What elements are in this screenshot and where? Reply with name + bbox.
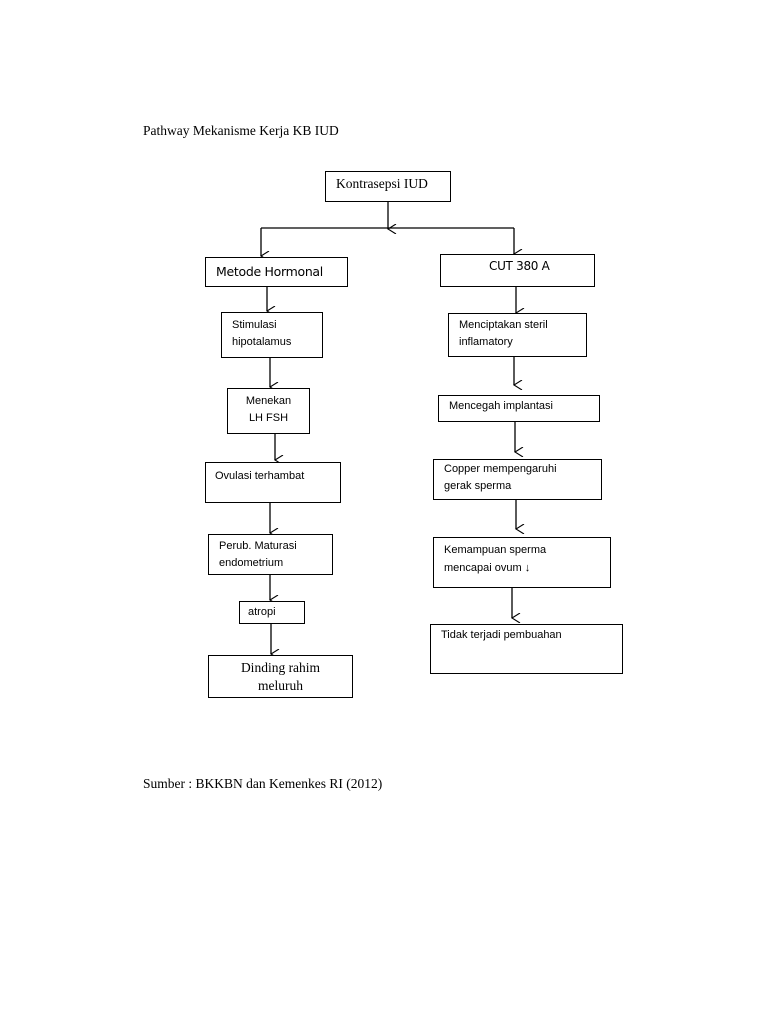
node-root-label: Kontrasepsi IUD <box>336 176 428 191</box>
node-menciptakan-label: Menciptakan steril inflamatory <box>459 319 548 348</box>
node-ovulasi-terhambat: Ovulasi terhambat <box>205 462 341 503</box>
page-title: Pathway Mekanisme Kerja KB IUD <box>143 123 339 138</box>
node-copper-label: Copper mempengaruhi gerak sperma <box>444 463 557 492</box>
node-perub-label: Perub. Maturasi endometrium <box>219 540 297 569</box>
node-dinding-rahim: Dinding rahim meluruh <box>208 655 353 698</box>
node-menekan-lh-fsh: Menekan LH FSH <box>227 388 310 434</box>
node-tidak-terjadi-label: Tidak terjadi pembuahan <box>441 629 562 641</box>
node-ovulasi-label: Ovulasi terhambat <box>215 470 305 482</box>
node-stimulasi-hipotalamus: Stimulasi hipotalamus <box>221 312 323 358</box>
node-cut-380a-label: CUT 380 A <box>489 259 550 273</box>
node-tidak-terjadi-pembuahan: Tidak terjadi pembuahan <box>430 624 623 674</box>
node-atropi: atropi <box>239 601 305 624</box>
node-dinding-label: Dinding rahim meluruh <box>240 660 321 693</box>
node-kemampuan-sperma: Kemampuan sperma mencapai ovum ↓ <box>433 537 611 588</box>
node-atropi-label: atropi <box>248 606 276 618</box>
node-menciptakan-steril: Menciptakan steril inflamatory <box>448 313 587 357</box>
source-citation: Sumber : BKKBN dan Kemenkes RI (2012) <box>143 776 383 791</box>
node-cut-380a: CUT 380 A <box>440 254 595 287</box>
node-root: Kontrasepsi IUD <box>325 171 451 202</box>
node-kemampuan-label: Kemampuan sperma mencapai ovum ↓ <box>444 544 547 574</box>
node-menekan-label: Menekan LH FSH <box>245 395 292 424</box>
node-stimulasi-label: Stimulasi hipotalamus <box>232 319 292 348</box>
node-metode-hormonal: Metode Hormonal <box>205 257 348 287</box>
node-copper: Copper mempengaruhi gerak sperma <box>433 459 602 500</box>
node-metode-hormonal-label: Metode Hormonal <box>216 264 323 279</box>
node-perub-maturasi: Perub. Maturasi endometrium <box>208 534 333 575</box>
node-mencegah-implantasi: Mencegah implantasi <box>438 395 600 422</box>
node-mencegah-label: Mencegah implantasi <box>449 400 553 412</box>
